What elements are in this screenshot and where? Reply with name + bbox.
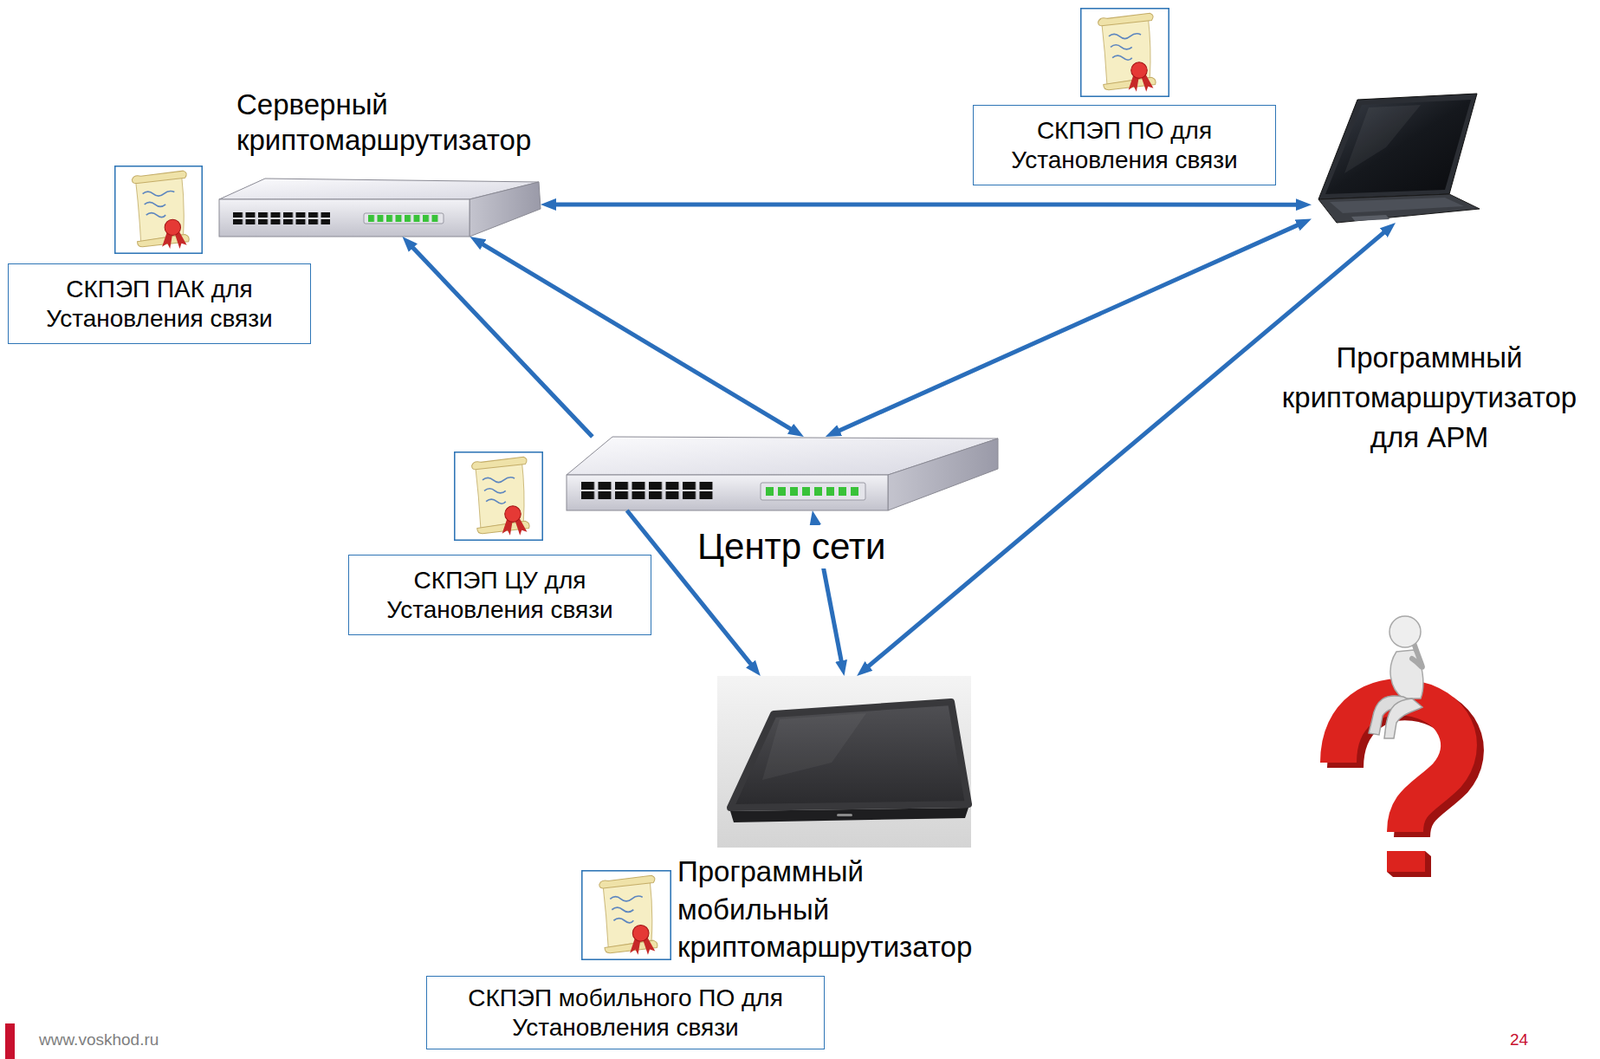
device-label: Центр сети: [693, 524, 890, 569]
certificate-icons: [1081, 8, 1169, 97]
laptop-image: [1318, 93, 1480, 223]
device-label: Программный мобильный криптомаршрутизато…: [677, 852, 985, 966]
question-figure: [1389, 615, 1421, 648]
certificate-box: СКПЭП ЦУ для Установления связи: [348, 554, 652, 635]
connector-arrow: [549, 201, 1303, 207]
server-router-image: [368, 214, 441, 222]
center-router-image: [765, 486, 863, 496]
footer-url: www.voskhod.ru: [38, 1029, 159, 1050]
certificate-text: СКПЭП ПО для Установления связи: [982, 116, 1267, 175]
center-router-image: [581, 481, 713, 499]
certificate-box: СКПЭП мобильного ПО для Установления свя…: [426, 975, 825, 1050]
phone-image: [717, 675, 972, 848]
laptop-image: [1344, 104, 1421, 174]
center-router-image: [887, 438, 998, 511]
phone-image: [730, 807, 969, 823]
laptop-image: [1329, 197, 1464, 214]
laptop-image: [1325, 99, 1471, 195]
device-node: Программный криптомаршрутизатор для АРМ: [1311, 93, 1480, 223]
phone-image: [836, 813, 853, 817]
certificate-box: СКПЭП ПАК для Установления связи: [7, 263, 311, 344]
server-router-image: [469, 181, 541, 237]
connector-arrow: [833, 222, 1304, 434]
question-figure: [1386, 850, 1432, 877]
server-router-image: [219, 178, 541, 237]
server-router-image: [219, 199, 470, 237]
footer-bar: [5, 1023, 15, 1059]
laptop-image: [1318, 194, 1480, 223]
certificate-text: СКПЭП мобильного ПО для Установления свя…: [435, 983, 816, 1042]
connector-arrow: [863, 227, 1390, 670]
device-node: Центр сети: [566, 436, 998, 511]
phone-image: [730, 701, 969, 808]
laptop-image: [1351, 214, 1390, 221]
certificate-box: СКПЭП ПО для Установления связи: [972, 104, 1277, 186]
center-router-image: [566, 474, 888, 511]
laptop-image: [1318, 93, 1477, 200]
center-router-image: [566, 436, 998, 511]
connector-arrow: [477, 240, 797, 433]
certificate-icons: [582, 870, 671, 959]
question-figure: [1338, 615, 1466, 877]
page-number: 24: [1509, 1029, 1529, 1050]
question-figure: [1386, 850, 1426, 872]
certificate-icons: [115, 166, 202, 253]
device-node: Программный мобильный криптомаршрутизато…: [717, 675, 972, 848]
label-holder: 24: [1509, 1029, 1529, 1050]
phone-image: [762, 712, 867, 780]
label-holder: www.voskhod.ru: [38, 1029, 159, 1050]
connector-arrow: [408, 242, 593, 437]
device-label: Программный криптомаршрутизатор для АРМ: [1276, 337, 1584, 459]
phone-image: [717, 675, 972, 848]
question-figure: [1412, 642, 1423, 668]
server-router-image: [233, 212, 331, 225]
certificate-icons: [454, 452, 543, 540]
question-figure: [1384, 698, 1423, 739]
server-router-image: [363, 213, 444, 224]
question-figure: [1338, 696, 1459, 832]
center-router-image: [760, 482, 866, 500]
device-node: Серверный криптомаршрутизатор: [219, 175, 541, 237]
certificate-text: СКПЭП ЦУ для Установления связи: [357, 565, 642, 624]
certificate-text: СКПЭП ПАК для Установления связи: [17, 274, 302, 333]
device-label: Серверный криптомаршрутизатор: [236, 86, 545, 159]
